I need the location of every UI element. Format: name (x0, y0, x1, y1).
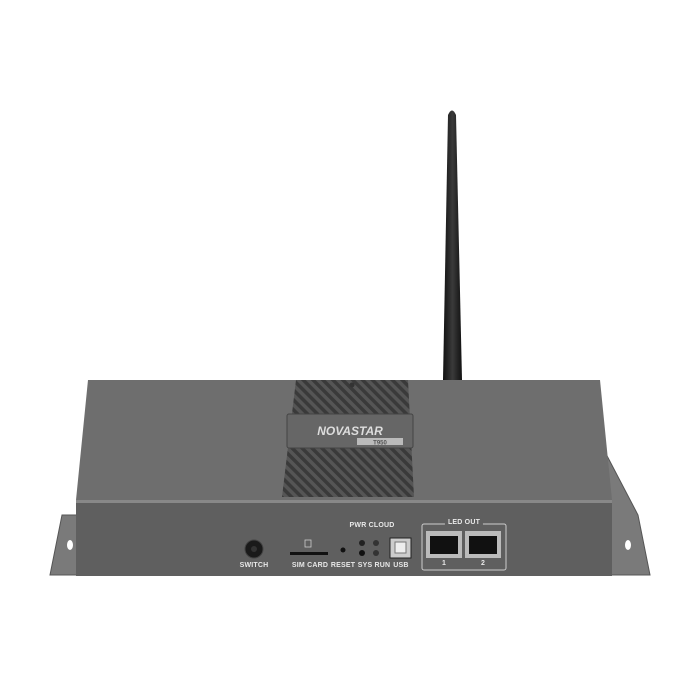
svg-text:NOVASTAR: NOVASTAR (317, 424, 383, 438)
front-face (76, 500, 612, 576)
svg-text:T950: T950 (373, 441, 387, 447)
port-2-label: 2 (480, 560, 486, 567)
antenna (443, 110, 462, 380)
sys-run-label: SYS RUN (357, 562, 391, 569)
usb-label: USB (393, 562, 409, 569)
sim-label: SIM CARD (291, 562, 329, 569)
pwr-cloud-label: PWR CLOUD (349, 522, 395, 529)
reset-hole (340, 547, 346, 553)
led-out-label: LED OUT (444, 519, 484, 526)
port-1-label: 1 (441, 560, 447, 567)
sim-slot (290, 552, 328, 555)
switch-label: SWITCH (239, 562, 269, 569)
reset-label: RESET (330, 562, 356, 569)
